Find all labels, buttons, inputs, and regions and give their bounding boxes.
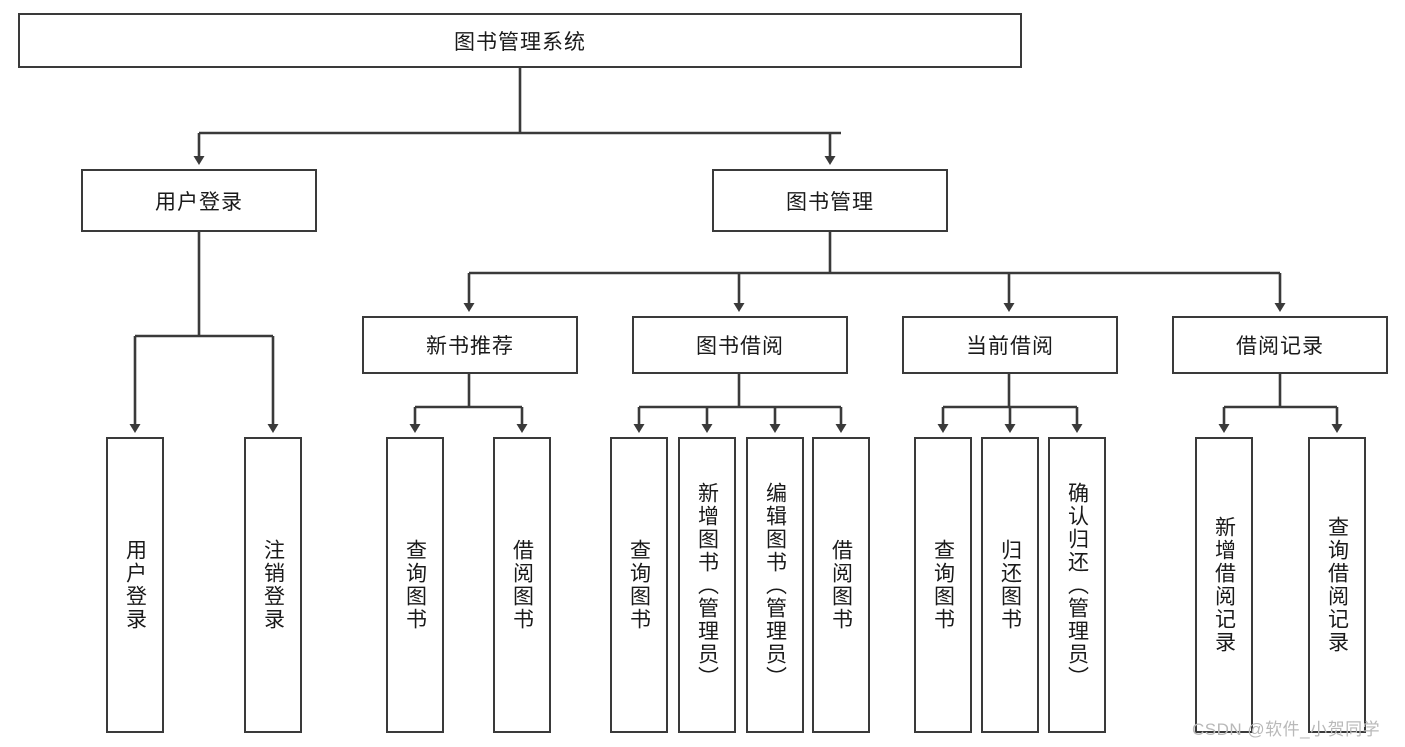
node-root-label: 图书管理系统 xyxy=(454,30,586,54)
node-leaf-borrow-book-1[interactable]: 借阅图书 xyxy=(493,437,551,733)
node-new-book-recommend-label: 新书推荐 xyxy=(426,335,514,358)
node-book-borrow-label: 图书借阅 xyxy=(696,335,784,358)
node-current-borrow-label: 当前借阅 xyxy=(966,335,1054,358)
node-leaf-return-book-label: 归还图书 xyxy=(998,539,1022,631)
node-leaf-query-record[interactable]: 查询借阅记录 xyxy=(1308,437,1366,733)
node-leaf-edit-book[interactable]: 编辑图书（管理员） xyxy=(746,437,804,733)
node-leaf-borrow-book-2-label: 借阅图书 xyxy=(829,539,853,631)
node-current-borrow[interactable]: 当前借阅 xyxy=(902,316,1118,374)
node-borrow-record[interactable]: 借阅记录 xyxy=(1172,316,1388,374)
node-leaf-query-book-3-label: 查询图书 xyxy=(931,539,955,631)
node-leaf-query-book-1-label: 查询图书 xyxy=(403,539,427,631)
node-leaf-user-login-label: 用户登录 xyxy=(123,539,147,631)
node-leaf-confirm-return-label: 确认归还（管理员） xyxy=(1065,481,1089,689)
node-root[interactable]: 图书管理系统 xyxy=(18,13,1022,68)
node-leaf-logout-login[interactable]: 注销登录 xyxy=(244,437,302,733)
node-user-login[interactable]: 用户登录 xyxy=(81,169,317,232)
node-leaf-edit-book-label: 编辑图书（管理员） xyxy=(763,481,787,689)
node-leaf-add-book-label: 新增图书（管理员） xyxy=(695,481,719,689)
node-user-login-label: 用户登录 xyxy=(155,190,243,214)
node-new-book-recommend[interactable]: 新书推荐 xyxy=(362,316,578,374)
node-book-management-label: 图书管理 xyxy=(786,190,874,214)
node-leaf-borrow-book-1-label: 借阅图书 xyxy=(510,539,534,631)
node-leaf-add-record-label: 新增借阅记录 xyxy=(1212,516,1236,654)
node-leaf-logout-login-label: 注销登录 xyxy=(261,539,285,631)
node-leaf-query-record-label: 查询借阅记录 xyxy=(1325,516,1349,654)
node-leaf-confirm-return[interactable]: 确认归还（管理员） xyxy=(1048,437,1106,733)
node-leaf-query-book-3[interactable]: 查询图书 xyxy=(914,437,972,733)
node-leaf-borrow-book-2[interactable]: 借阅图书 xyxy=(812,437,870,733)
csdn-watermark: CSDN @软件_小贺同学 xyxy=(1192,720,1381,739)
node-leaf-user-login[interactable]: 用户登录 xyxy=(106,437,164,733)
node-leaf-query-book-2[interactable]: 查询图书 xyxy=(610,437,668,733)
node-leaf-query-book-2-label: 查询图书 xyxy=(627,539,651,631)
node-book-borrow[interactable]: 图书借阅 xyxy=(632,316,848,374)
node-book-management[interactable]: 图书管理 xyxy=(712,169,948,232)
node-leaf-return-book[interactable]: 归还图书 xyxy=(981,437,1039,733)
node-leaf-add-record[interactable]: 新增借阅记录 xyxy=(1195,437,1253,733)
node-leaf-query-book-1[interactable]: 查询图书 xyxy=(386,437,444,733)
node-borrow-record-label: 借阅记录 xyxy=(1236,335,1324,358)
node-leaf-add-book[interactable]: 新增图书（管理员） xyxy=(678,437,736,733)
